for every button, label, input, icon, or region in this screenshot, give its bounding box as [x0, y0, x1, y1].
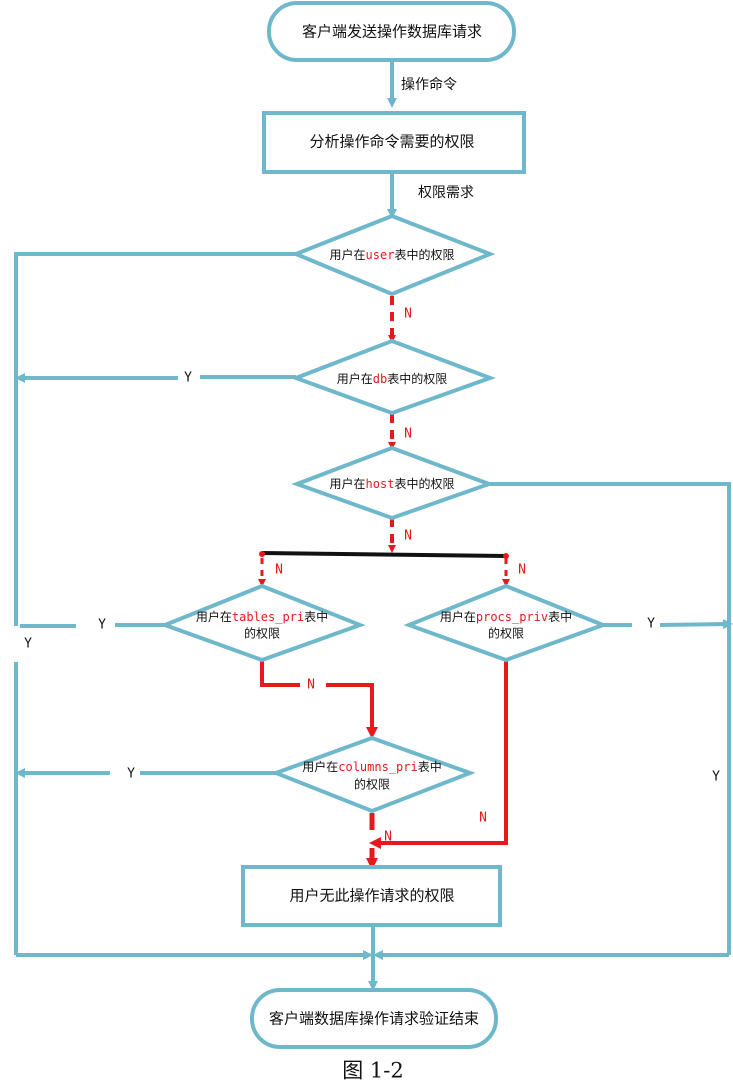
edge-labels: 操作命令 权限需求 — [401, 76, 474, 201]
label-right-bus-yes: Y — [712, 770, 720, 785]
label-db-yes: Y — [184, 371, 192, 386]
procs-decision-label: 用户在procs_priv表中 — [440, 609, 572, 624]
label-procs-no: N — [479, 811, 487, 826]
tables-decision-label-line2: 的权限 — [244, 626, 280, 641]
columns-decision-label: 用户在columns_pri表中 — [302, 759, 442, 774]
label-host-no: N — [404, 529, 412, 544]
end-terminal — [250, 988, 498, 1049]
node-shapes — [159, 1, 609, 1049]
start-label: 客户端发送操作数据库请求 — [302, 23, 482, 41]
label-columns-yes: Y — [127, 767, 135, 782]
user-decision — [290, 213, 496, 297]
label-user-no: N — [404, 307, 412, 322]
db-decision — [290, 338, 496, 416]
edge-label-need: 权限需求 — [418, 185, 474, 201]
analyze-label: 分析操作命令需要的权限 — [309, 133, 474, 151]
figure-caption: 图 1-2 — [342, 1059, 404, 1083]
split-right-dot — [503, 553, 509, 559]
blue-connectors — [14, 60, 733, 991]
host-decision-label: 用户在host表中的权限 — [330, 476, 455, 491]
label-tables-no: N — [307, 678, 315, 693]
label-split-left-no: N — [275, 563, 283, 578]
columns-decision — [270, 735, 476, 814]
tables-decision — [159, 583, 366, 663]
user-decision-label: 用户在user表中的权限 — [330, 247, 455, 262]
node-labels: 客户端发送操作数据库请求 分析操作命令需要的权限 用户在user表中的权限 用户… — [196, 23, 572, 1028]
analyze-box — [262, 111, 526, 174]
deny-box — [241, 865, 502, 927]
label-columns-no: N — [384, 830, 392, 845]
db-decision-label: 用户在db表中的权限 — [337, 371, 447, 386]
columns-decision-label-line2: 的权限 — [354, 777, 390, 792]
edge-procs-yes-b — [659, 619, 733, 630]
deny-label: 用户无此操作请求的权限 — [289, 887, 454, 905]
label-split-right-no: N — [518, 563, 526, 578]
tables-decision-label: 用户在tables_pri表中 — [196, 609, 328, 624]
edge-tables-no-a — [260, 660, 300, 687]
branch-labels: N N N N N N N N Y Y Y Y Y Y — [24, 307, 720, 845]
host-decision — [291, 445, 495, 521]
label-tables-yes: Y — [98, 618, 106, 633]
split-bar — [261, 551, 507, 558]
edge-tables-no-b — [326, 683, 378, 739]
split-left-dot — [259, 551, 265, 557]
edge-label-cmd: 操作命令 — [401, 76, 457, 93]
red-connectors — [258, 296, 510, 870]
start-terminal — [267, 1, 516, 62]
procs-decision-label-line2: 的权限 — [488, 626, 524, 641]
label-db-no: N — [404, 427, 412, 442]
label-procs-yes: Y — [647, 617, 655, 632]
end-label: 客户端数据库操作请求验证结束 — [269, 1010, 479, 1028]
edge-procs-no — [369, 660, 508, 849]
right-bus — [489, 482, 731, 955]
procs-decision — [403, 583, 609, 663]
left-bus-upper — [14, 252, 298, 626]
label-left-bus-yes: Y — [24, 637, 32, 652]
